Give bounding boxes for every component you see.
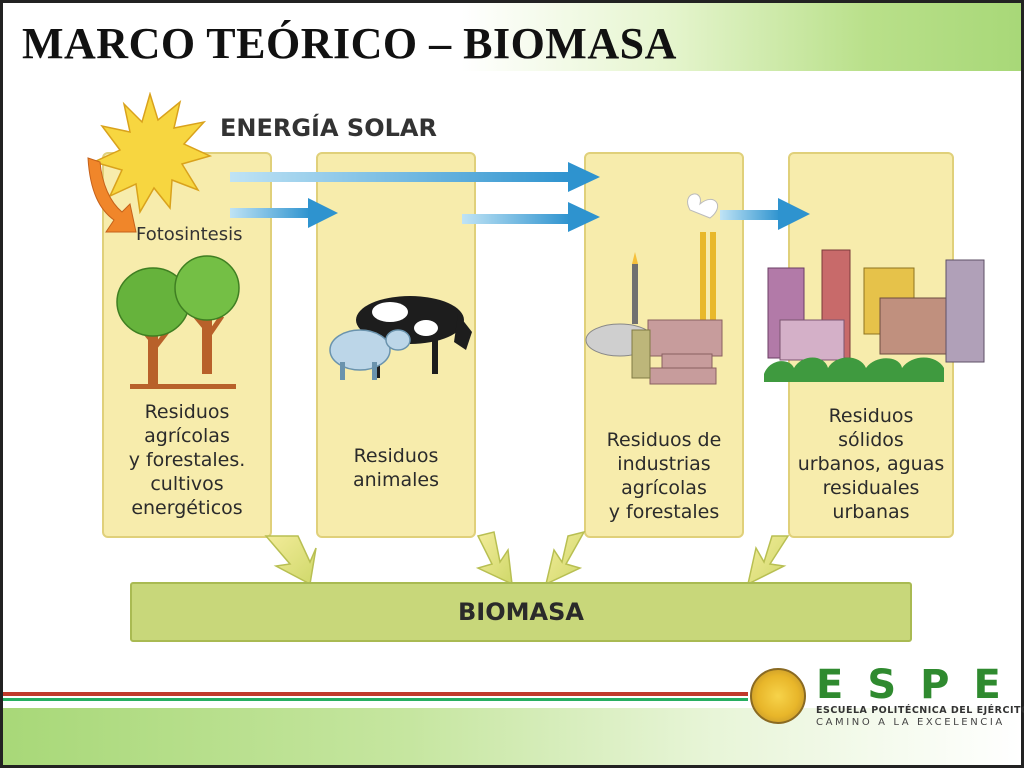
espe-brand: ESPE bbox=[816, 662, 1024, 708]
column-line: energéticos bbox=[131, 497, 243, 519]
column-agricultural: Residuos agrícolas y forestales. cultivo… bbox=[102, 152, 272, 538]
espe-seal-icon bbox=[750, 668, 806, 724]
diagram-artwork bbox=[87, 92, 985, 586]
column-line: animales bbox=[353, 469, 439, 491]
column-line: agrícolas bbox=[621, 477, 707, 499]
column-animal-text: Residuos animales bbox=[318, 444, 474, 492]
arrow-down-left-icon bbox=[544, 530, 586, 586]
column-industry-text: Residuos de industrias agrícolas y fores… bbox=[586, 428, 742, 524]
arrow-down-right-icon bbox=[264, 535, 317, 586]
column-line: Residuos bbox=[353, 445, 439, 467]
solar-energy-label: ENERGÍA SOLAR bbox=[220, 114, 437, 142]
column-line: cultivos bbox=[150, 473, 224, 495]
photosynthesis-label: Fotosintesis bbox=[136, 224, 243, 245]
column-line: agrícolas bbox=[144, 425, 230, 447]
column-line: y forestales. bbox=[128, 449, 246, 471]
column-line: Residuos bbox=[828, 405, 914, 427]
column-line: y forestales bbox=[608, 501, 720, 523]
espe-school-name: ESCUELA POLITÉCNICA DEL EJÉRCITO bbox=[816, 705, 1024, 716]
arrow-down-right-icon bbox=[475, 531, 513, 586]
arrow-right-icon bbox=[230, 198, 338, 228]
column-line: Residuos de bbox=[606, 429, 722, 451]
header-band bbox=[3, 3, 1021, 71]
column-urban-text: Residuos sólidos urbanos, aguas residual… bbox=[790, 404, 952, 524]
arrow-down-left-icon bbox=[746, 535, 790, 586]
biomasa-bar: BIOMASA bbox=[130, 582, 912, 642]
column-line: industrias bbox=[617, 453, 711, 475]
footer-stripe-red bbox=[3, 692, 748, 696]
arrow-right-icon bbox=[462, 202, 600, 232]
column-agricultural-text: Residuos agrícolas y forestales. cultivo… bbox=[104, 400, 270, 520]
espe-motto: CAMINO A LA EXCELENCIA bbox=[816, 717, 1005, 728]
column-line: Residuos bbox=[144, 401, 230, 423]
city-icon bbox=[764, 249, 985, 382]
factory-icon bbox=[585, 193, 723, 385]
footer-band bbox=[3, 708, 1021, 765]
column-line: urbanas bbox=[832, 501, 910, 523]
arrow-right-icon bbox=[230, 162, 600, 192]
footer-stripe-green bbox=[3, 698, 748, 701]
column-line: urbanos, aguas bbox=[797, 453, 945, 475]
energy-flow-arrows bbox=[230, 162, 810, 232]
column-line: residuales bbox=[822, 477, 920, 499]
cow-sheep-icon bbox=[329, 296, 472, 380]
trees-icon bbox=[116, 255, 240, 389]
arrow-right-icon bbox=[720, 198, 810, 230]
biomass-diagram: Residuos agrícolas y forestales. cultivo… bbox=[80, 92, 1000, 652]
sun-icon bbox=[91, 92, 213, 215]
column-line: sólidos bbox=[838, 429, 904, 451]
photosynthesis-arrow-icon bbox=[87, 157, 137, 233]
biomasa-label: BIOMASA bbox=[458, 598, 584, 626]
slide-title: MARCO TEÓRICO – BIOMASA bbox=[22, 19, 677, 68]
